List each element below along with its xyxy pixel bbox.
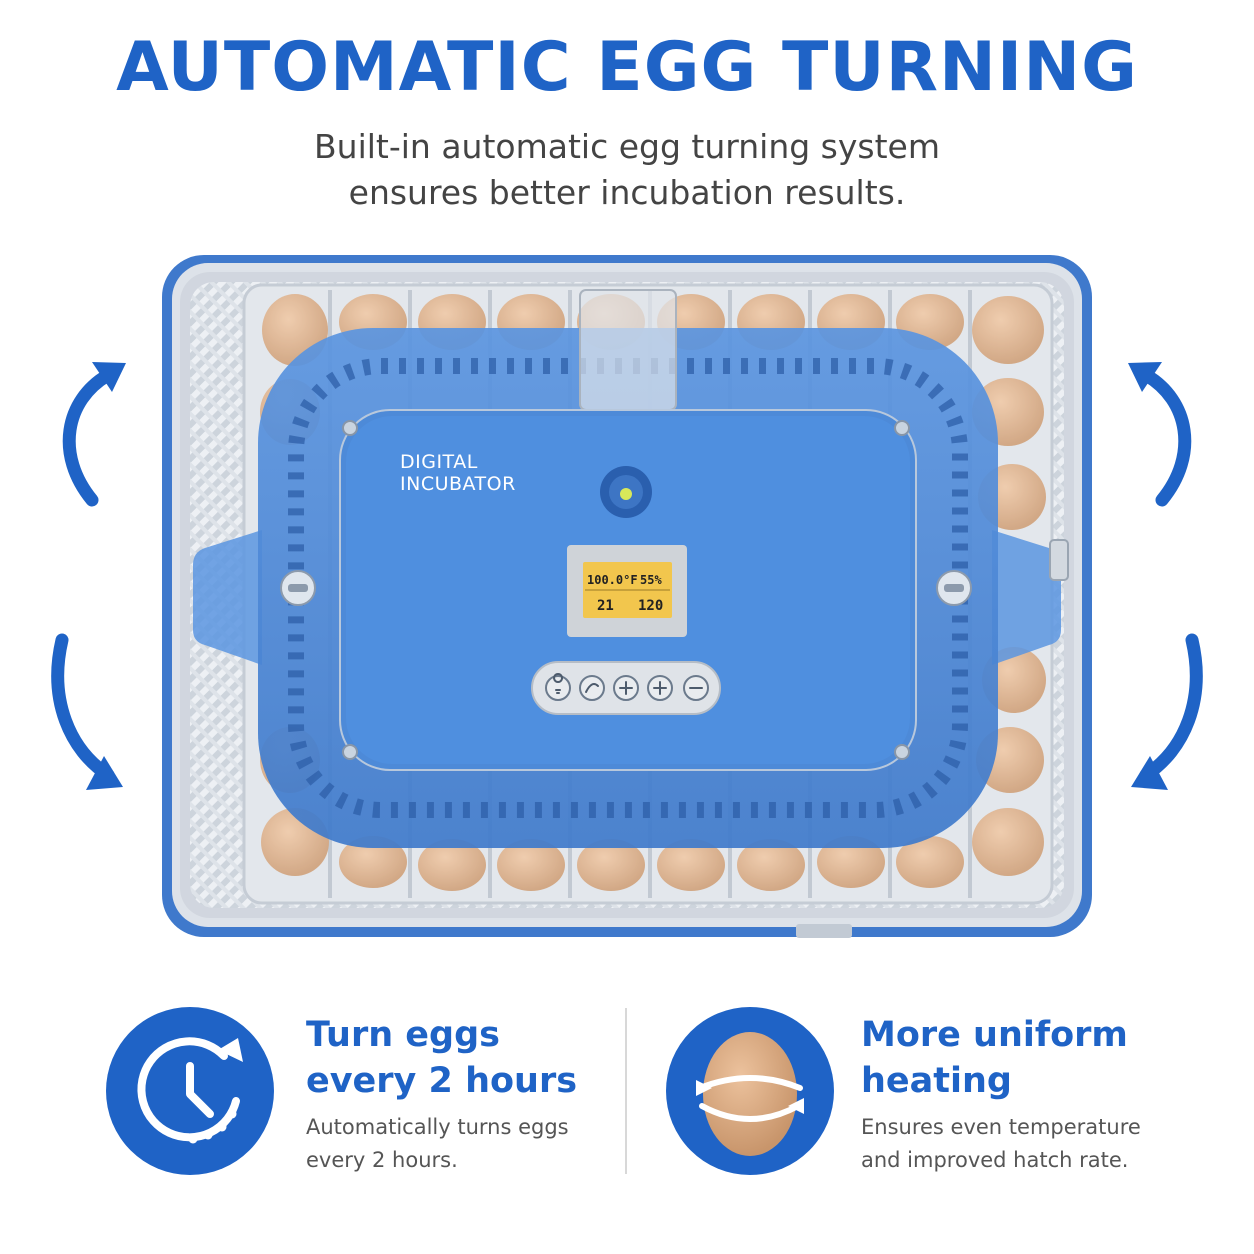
lid-clip-left <box>280 570 316 606</box>
feature-divider <box>625 1008 627 1174</box>
subtitle-line-1: Built-in automatic egg turning system <box>314 127 940 166</box>
lcd-turn-time: 120 <box>638 598 663 614</box>
feature-2-title: More uniform heating <box>861 1012 1128 1104</box>
rotate-arrow-right-top <box>1128 362 1192 507</box>
clock-icon <box>106 1007 274 1175</box>
turn-icon <box>585 683 599 693</box>
brand-line-1: DIGITAL <box>400 451 478 473</box>
bulb-button[interactable] <box>545 675 571 701</box>
subtitle-line-2: ensures better incubation results. <box>348 173 906 212</box>
turn-button[interactable] <box>579 675 605 701</box>
plus-icon <box>653 681 667 695</box>
feature-1-desc-line-1: Automatically turns eggs <box>306 1115 569 1139</box>
feature-2-description: Ensures even temperature and improved ha… <box>861 1111 1141 1177</box>
eggs-bottom-row <box>339 836 964 891</box>
egg-icon <box>666 1007 834 1175</box>
page-subtitle: Built-in automatic egg turning system en… <box>0 124 1254 216</box>
feature-2-title-line-1: More uniform <box>861 1015 1128 1055</box>
page-title: AUTOMATIC EGG TURNING <box>116 28 1138 107</box>
feature-1-title-line-1: Turn eggs <box>306 1015 500 1055</box>
feature-2-title-line-2: heating <box>861 1061 1012 1101</box>
brand-line-2: INCUBATOR <box>400 473 516 495</box>
lid-handle-left <box>193 530 262 665</box>
fan-icon <box>619 681 633 695</box>
rotate-arrow-right-bottom <box>1131 633 1203 790</box>
bulb-icon <box>553 673 564 694</box>
rotate-arrow-left-top <box>62 362 126 507</box>
feature-2-desc-line-1: Ensures even temperature <box>861 1115 1141 1139</box>
lid-handle-right <box>992 530 1061 665</box>
feature-2-desc-line-2: and improved hatch rate. <box>861 1148 1129 1172</box>
feature-1-desc-line-2: every 2 hours. <box>306 1148 458 1172</box>
feature-1-title-line-2: every 2 hours <box>306 1061 578 1101</box>
feature-1-title: Turn eggs every 2 hours <box>306 1012 577 1104</box>
lid-clip-right <box>936 570 972 606</box>
lcd-humidity: 55% <box>640 573 662 587</box>
indicator-light <box>600 466 652 518</box>
lcd-day: 21 <box>597 598 614 614</box>
rotate-arrow-left-bottom <box>51 633 123 790</box>
lcd-temperature: 100.0°F <box>587 573 638 587</box>
feature-1-description: Automatically turns eggs every 2 hours. <box>306 1111 569 1177</box>
